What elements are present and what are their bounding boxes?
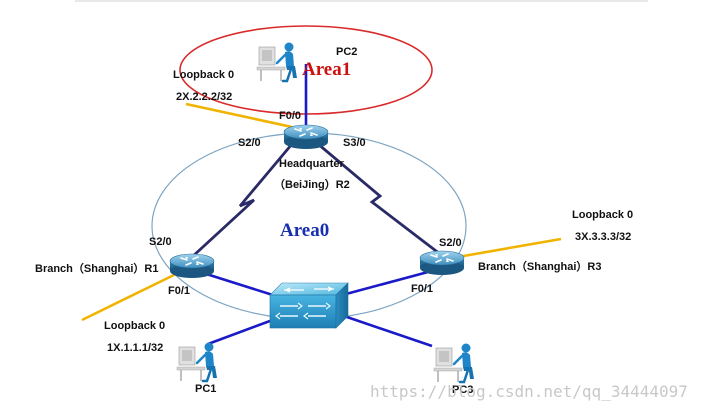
serial-link-r2-r1 <box>191 143 294 259</box>
pc2-label: PC2 <box>336 46 357 58</box>
loopback-r3-name: Loopback 0 <box>572 209 633 221</box>
r3-s20-label: S2/0 <box>439 237 462 249</box>
pc1-label: PC1 <box>195 383 216 395</box>
loopback-r2-name: Loopback 0 <box>173 69 234 81</box>
pc3-icon[interactable] <box>432 342 476 384</box>
r2-s30-label: S3/0 <box>343 137 366 149</box>
loopback-link-r1 <box>81 272 177 322</box>
r3-name-label: Branch（Shanghai）R3 <box>478 260 601 273</box>
r1-name-label: Branch（Shanghai）R1 <box>35 262 158 275</box>
pc2-icon[interactable] <box>255 41 299 83</box>
loopback-r1-address: 1X.1.1.1/32 <box>107 342 163 354</box>
loopback-r1-name: Loopback 0 <box>104 320 165 332</box>
r1-f01-label: F0/1 <box>168 285 190 297</box>
pc3-label: PC3 <box>452 384 473 396</box>
router-r3-icon[interactable] <box>419 250 465 276</box>
loopback-r2-address: 2X.2.2.2/32 <box>176 91 232 103</box>
link-r1-switch <box>199 270 277 298</box>
link-r3-switch <box>345 270 429 296</box>
r2-name-line2: （BeiJing）R2 <box>274 178 350 191</box>
pc1-icon[interactable] <box>175 341 219 383</box>
serial-link-r2-r3 <box>317 142 441 256</box>
r2-name-line1: Headquarter <box>279 158 345 170</box>
area0-label: Area0 <box>280 220 329 241</box>
router-r1-icon[interactable] <box>169 253 215 279</box>
switch-icon[interactable] <box>269 282 349 329</box>
r2-s20-label: S2/0 <box>238 137 261 149</box>
r3-f01-label: F0/1 <box>411 283 433 295</box>
loopback-link-r3 <box>451 237 562 260</box>
link-switch-pc3 <box>343 314 433 348</box>
area1-label: Area1 <box>302 59 351 80</box>
r1-s20-label: S2/0 <box>149 236 172 248</box>
loopback-r3-address: 3X.3.3.3/32 <box>575 231 631 243</box>
loopback-link-r2 <box>185 102 293 129</box>
link-switch-pc1 <box>207 316 279 346</box>
router-r2-icon[interactable] <box>283 124 329 150</box>
r2-f00-label: F0/0 <box>279 110 301 122</box>
watermark-text: https://blog.csdn.net/qq_34444097 <box>370 382 688 401</box>
